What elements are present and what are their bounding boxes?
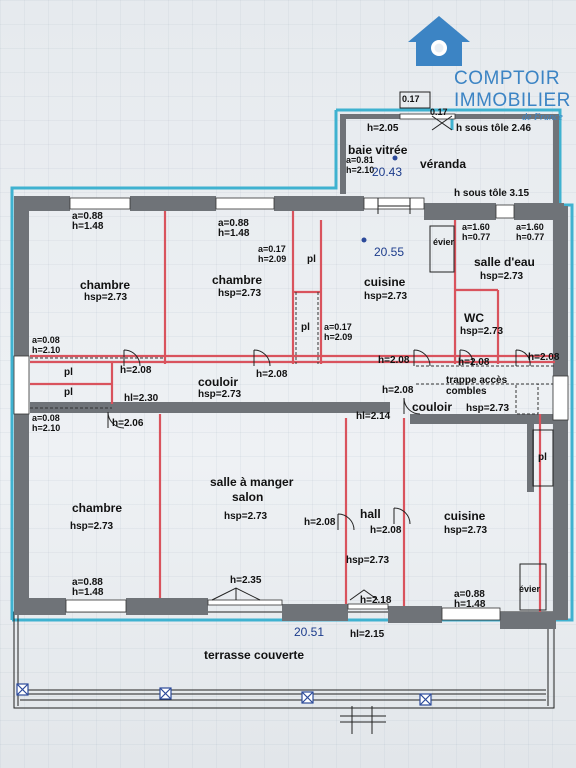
door-218: h=2.18 <box>360 595 392 606</box>
chambre-1-hsp: hsp=2.73 <box>84 292 128 303</box>
hall-door-2: h=2.08 <box>370 525 402 536</box>
baie-width: a=0.81 <box>346 155 374 165</box>
couloir-2-hsp: hsp=2.73 <box>466 403 510 414</box>
pl-height: h=2.09 <box>258 254 287 264</box>
terrace-posts <box>16 683 432 706</box>
dim-top-017b: 0.17 <box>430 107 448 117</box>
placard-5: pl <box>538 452 547 463</box>
evier-cuisine-2: évier <box>519 584 541 594</box>
room-hall: hall <box>360 507 381 521</box>
brand-line-1: COMPTOIR <box>454 68 561 89</box>
ch2-window-height: h=1.48 <box>218 228 250 239</box>
couloir-1-hsp: hsp=2.73 <box>198 389 242 400</box>
placard-2: pl <box>301 322 310 333</box>
terrace-frame <box>13 611 555 734</box>
ch2-window-width: a=0.88 <box>218 218 249 229</box>
veranda-sous-tole-2: h sous tôle 3.15 <box>454 188 530 199</box>
room-salon: salon <box>232 490 264 504</box>
area-markers <box>361 155 398 243</box>
pl-left2-height: h=2.10 <box>32 423 61 433</box>
se-window2-height: h=0.77 <box>516 232 545 242</box>
ch1-window-height: h=1.48 <box>72 221 104 232</box>
baie-height: h=2.10 <box>346 165 375 175</box>
door-salle-eau: h=2.08 <box>528 352 560 363</box>
hl-230: hl=2.30 <box>124 393 159 404</box>
pl-left2-width: a=0.08 <box>32 413 60 423</box>
ch3-window-width: a=0.88 <box>72 577 103 588</box>
salle-eau-hsp: hsp=2.73 <box>480 271 524 282</box>
trappe-line-1: trappe accès <box>446 375 508 386</box>
placard-1: pl <box>307 254 316 265</box>
fixtures <box>399 91 554 611</box>
se-window2-width: a=1.60 <box>516 222 544 232</box>
ch1-window-width: a=0.88 <box>72 211 103 222</box>
cuisine-1-hsp: hsp=2.73 <box>364 291 408 302</box>
room-veranda: véranda <box>420 157 467 171</box>
cu2-window-width: a=0.88 <box>454 589 485 600</box>
evier-cuisine-1: évier <box>433 237 455 247</box>
room-terrasse: terrasse couverte <box>204 648 305 662</box>
dashed-elements <box>30 292 554 415</box>
ch3-window-height: h=1.48 <box>72 587 104 598</box>
room-baie-vitree: baie vitrée <box>348 143 408 157</box>
room-cuisine-2: cuisine <box>444 509 486 523</box>
veranda-height: h=2.05 <box>367 123 399 134</box>
se-window1-height: h=0.77 <box>462 232 491 242</box>
dim-top-017: 0.17 <box>402 94 420 104</box>
door-swings <box>107 115 531 601</box>
door-235: h=2.35 <box>230 575 262 586</box>
door-chambre-1: h=2.08 <box>120 365 152 376</box>
salon-hsp: hsp=2.73 <box>224 511 268 522</box>
door-couloir-2: h=2.08 <box>382 385 414 396</box>
hall-hsp: hsp=2.73 <box>346 555 390 566</box>
pl-left-height: h=2.10 <box>32 345 61 355</box>
cuisine-2-hsp: hsp=2.73 <box>444 525 488 536</box>
se-window1-width: a=1.60 <box>462 222 490 232</box>
placard-4: pl <box>64 387 73 398</box>
brand-line-2: IMMOBILIER <box>454 90 571 111</box>
agency-logo: COMPTOIR IMMOBILIER de France <box>404 8 572 123</box>
door-chambre-2: h=2.08 <box>256 369 288 380</box>
room-chambre-1: chambre <box>80 278 131 292</box>
room-salle-a-manger: salle à manger <box>210 475 294 489</box>
hl-215: hl=2.15 <box>350 629 385 640</box>
pl2-height: h=2.09 <box>324 332 353 342</box>
brand-line-3: de France <box>522 112 563 123</box>
area-main: 20.55 <box>374 245 405 259</box>
pl-left-width: a=0.08 <box>32 335 60 345</box>
area-terrace: 20.51 <box>294 625 325 639</box>
door-cuisine-1: h=2.08 <box>378 355 410 366</box>
hall-door-1: h=2.08 <box>304 517 336 528</box>
walls <box>14 114 568 629</box>
room-wc: WC <box>464 311 484 325</box>
wc-hsp: hsp=2.73 <box>460 326 504 337</box>
area-veranda: 20.43 <box>372 165 403 179</box>
hl-214: hl=2.14 <box>356 411 391 422</box>
house-logo-icon <box>408 16 470 66</box>
room-couloir-1: couloir <box>198 375 239 389</box>
pl-width: a=0.17 <box>258 244 286 254</box>
windows <box>13 113 569 621</box>
room-cuisine-1: cuisine <box>364 275 406 289</box>
room-chambre-3: chambre <box>72 501 123 515</box>
veranda-sous-tole-1: h sous tôle 2.46 <box>456 123 532 134</box>
room-couloir-2: couloir <box>412 400 453 414</box>
room-chambre-2: chambre <box>212 273 263 287</box>
room-salle-eau: salle d'eau <box>474 255 535 269</box>
chambre-2-hsp: hsp=2.73 <box>218 288 262 299</box>
door-wc: h=2.08 <box>458 357 490 368</box>
chambre-3-hsp: hsp=2.73 <box>70 521 114 532</box>
cu2-window-height: h=1.48 <box>454 599 486 610</box>
pl2-width: a=0.17 <box>324 322 352 332</box>
placard-3: pl <box>64 367 73 378</box>
trappe-line-2: combles <box>446 386 487 397</box>
door-chambre-3: h=2.06 <box>112 418 144 429</box>
